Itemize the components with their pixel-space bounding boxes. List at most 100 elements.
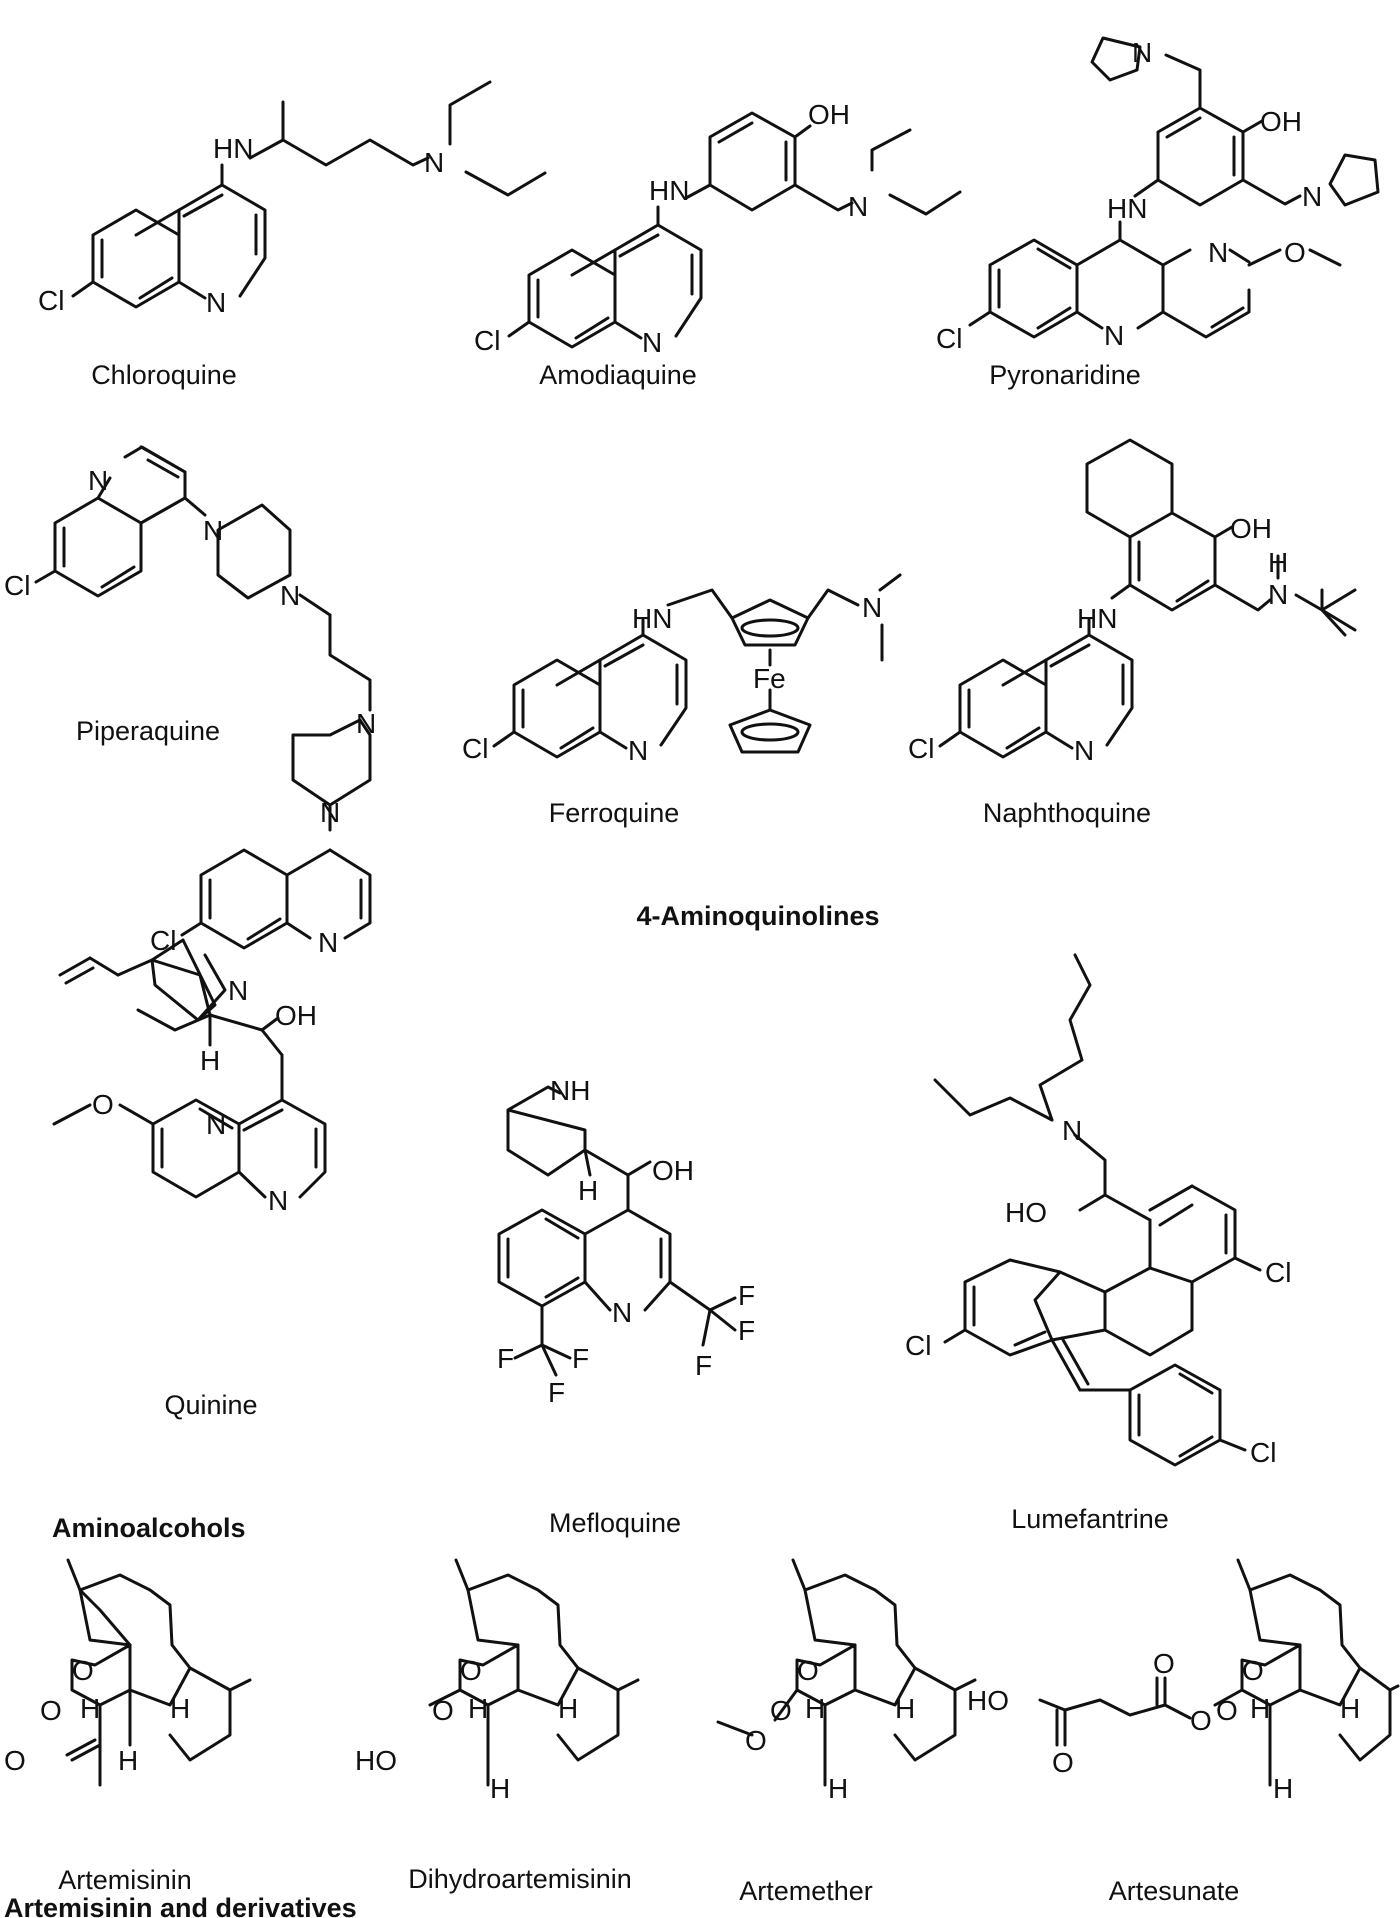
- pyronaridine-ring-n1-label: N: [1208, 237, 1228, 268]
- artemether-o2-label: O: [770, 1695, 792, 1726]
- naphthoquine-structure: OH H N HN Cl N Naphthoquine: [908, 438, 1357, 828]
- naphthoquine-h-label: H: [1268, 547, 1288, 578]
- artemisinin-name: Artemisinin: [58, 1865, 192, 1895]
- artesunate-o4-label: O: [1153, 1648, 1175, 1679]
- artesunate-h3-label: H: [1273, 1773, 1293, 1804]
- dihydroartemisinin-o2-label: O: [432, 1695, 454, 1726]
- dihydroartemisinin-name: Dihydroartemisinin: [408, 1864, 632, 1894]
- dihydroartemisinin-h3-label: H: [490, 1773, 510, 1804]
- artesunate-o1-label: O: [1242, 1655, 1264, 1686]
- lumefantrine-cl1-label: Cl: [1265, 1257, 1291, 1288]
- artemether-name: Artemether: [739, 1876, 873, 1906]
- naphthoquine-hn-label: HN: [1077, 603, 1117, 634]
- artemether-h1-label: H: [805, 1693, 825, 1724]
- lumefantrine-name: Lumefantrine: [1011, 1504, 1169, 1534]
- mefloquine-oh-label: OH: [652, 1155, 694, 1186]
- artesunate-o3-label: O: [1190, 1705, 1212, 1736]
- ferroquine-hn-label: HN: [632, 603, 672, 634]
- artesunate-h2-label: H: [1340, 1693, 1360, 1724]
- chloroquine-hn-label: HN: [213, 133, 253, 164]
- ferroquine-ring-n-label: N: [628, 735, 648, 766]
- amodiaquine-ring-n-label: N: [642, 327, 662, 358]
- artesunate-name: Artesunate: [1109, 1876, 1240, 1906]
- ferroquine-name: Ferroquine: [549, 798, 680, 828]
- ferroquine-cl-label: Cl: [462, 733, 488, 764]
- chloroquine-ring-n-label: N: [206, 287, 226, 318]
- lumefantrine-cl2-label: Cl: [905, 1330, 931, 1361]
- ferroquine-fe-label: Fe: [753, 663, 786, 694]
- ferroquine-structure: HN N Fe Cl N Ferroquine: [462, 573, 902, 828]
- artemether-o1-label: O: [797, 1655, 819, 1686]
- artemisinin-h3-label: H: [118, 1745, 138, 1776]
- artemisinin-o2-label: O: [40, 1695, 62, 1726]
- piperaquine-quinoline-n1-label: N: [88, 465, 108, 496]
- artesunate-ho-label: HO: [967, 1685, 1009, 1716]
- chloroquine-structure: HN N Cl N Chloroquine: [38, 80, 547, 390]
- artesunate-o2-label: O: [1216, 1695, 1238, 1726]
- mefloquine-structure: NH OH H N F F F F F F Mefloquine: [497, 1075, 755, 1538]
- naphthoquine-n-label: N: [1268, 579, 1288, 610]
- dihydroartemisinin-ho-label: HO: [355, 1745, 397, 1776]
- naphthoquine-name: Naphthoquine: [983, 798, 1151, 828]
- quinine-oh-label: OH: [275, 1000, 317, 1031]
- mefloquine-f4-label: F: [497, 1343, 514, 1374]
- piperaquine-piperazine-n1-label: N: [203, 515, 223, 546]
- mefloquine-f2-label: F: [738, 1315, 755, 1346]
- dihydroartemisinin-o1-label: O: [460, 1655, 482, 1686]
- class-label-aminoquinolines: 4-Aminoquinolines: [637, 901, 880, 931]
- piperaquine-name: Piperaquine: [76, 716, 220, 746]
- artemether-o3-label: O: [745, 1725, 767, 1756]
- pyronaridine-structure: N OH N HN N O Cl N Pyronaridine: [936, 36, 1380, 390]
- piperaquine-cl2-label: Cl: [150, 925, 176, 956]
- mefloquine-nh-label: NH: [550, 1075, 590, 1106]
- artesunate-o5-label: O: [1052, 1747, 1074, 1778]
- amodiaquine-name: Amodiaquine: [539, 360, 697, 390]
- mefloquine-ring-n-label: N: [612, 1297, 632, 1328]
- mefloquine-f6-label: F: [548, 1377, 565, 1408]
- pyronaridine-name: Pyronaridine: [989, 360, 1141, 390]
- piperaquine-piperazine-n2-label: N: [280, 580, 300, 611]
- naphthoquine-ring-n-label: N: [1074, 735, 1094, 766]
- amodiaquine-n-label: N: [848, 191, 868, 222]
- pyronaridine-n2-label: N: [1302, 181, 1322, 212]
- class-label-aminoalcohols: Aminoalcohols: [52, 1513, 246, 1543]
- chloroquine-name: Chloroquine: [91, 360, 237, 390]
- artemisinin-o1-label: O: [72, 1655, 94, 1686]
- pyronaridine-hn-label: HN: [1107, 193, 1147, 224]
- artemisinin-structure: O O O H H H Artemisinin: [4, 1558, 252, 1895]
- mefloquine-name: Mefloquine: [549, 1508, 681, 1538]
- mefloquine-f1-label: F: [738, 1280, 755, 1311]
- quinine-structure: N N OH H O N Quinine: [52, 938, 327, 1420]
- mefloquine-f5-label: F: [572, 1343, 589, 1374]
- piperaquine-piperazine-n4-label: N: [320, 797, 340, 828]
- artemether-h2-label: H: [895, 1693, 915, 1724]
- mefloquine-h-label: H: [578, 1175, 598, 1206]
- quinine-ring-n-label: N: [268, 1185, 288, 1216]
- amodiaquine-hn-label: HN: [649, 175, 689, 206]
- pyronaridine-ring-n2-label: N: [1104, 320, 1124, 351]
- quinine-o-label: O: [92, 1089, 114, 1120]
- piperaquine-cl1-label: Cl: [4, 570, 30, 601]
- ferroquine-n-label: N: [862, 592, 882, 623]
- artemisinin-h1-label: H: [80, 1693, 100, 1724]
- artemether-structure: O O O H H H Artemether: [716, 1558, 977, 1906]
- chloroquine-n-label: N: [424, 147, 444, 178]
- dihydroartemisinin-structure: O O HO H H H Dihydroartemisinin: [355, 1558, 640, 1894]
- artemisinin-h2-label: H: [170, 1693, 190, 1724]
- dihydroartemisinin-h1-label: H: [468, 1693, 488, 1724]
- quinine-n-bridge: N: [206, 1109, 226, 1140]
- quinine-n-label: N: [228, 975, 248, 1006]
- chloroquine-cl-label: Cl: [38, 285, 64, 316]
- naphthoquine-oh-label: OH: [1230, 513, 1272, 544]
- class-label-artemisinins: Artemisinin and derivatives: [4, 1893, 357, 1918]
- lumefantrine-ho-label: HO: [1005, 1197, 1047, 1228]
- amodiaquine-structure: OH HN N Cl N Amodiaquine: [474, 99, 962, 390]
- dihydroartemisinin-h2-label: H: [558, 1693, 578, 1724]
- amodiaquine-oh-label: OH: [808, 99, 850, 130]
- lumefantrine-n-label: N: [1062, 1115, 1082, 1146]
- lumefantrine-cl3-label: Cl: [1250, 1437, 1276, 1468]
- artemether-h3-label: H: [828, 1773, 848, 1804]
- lumefantrine-structure: N HO Cl Cl Cl Lumefantrine: [905, 953, 1291, 1534]
- artesunate-structure: O O O O O HO H H H Artesunate: [967, 1558, 1400, 1906]
